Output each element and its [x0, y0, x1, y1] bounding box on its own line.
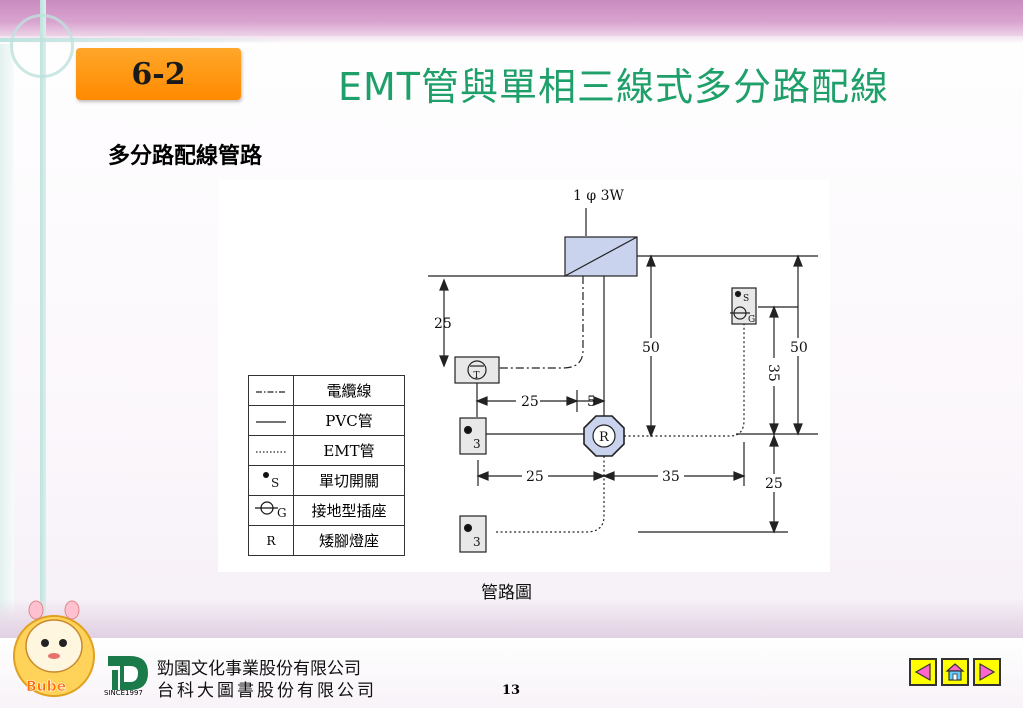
dim-arrow [646, 425, 656, 438]
dim-label-bottom-a: 25 [526, 469, 544, 485]
diagram-caption: 管路圖 [481, 583, 532, 603]
top-decor-band-fade [0, 36, 1023, 44]
dim-label-left: 25 [434, 316, 452, 332]
legend-label: 矮腳燈座 [293, 525, 405, 556]
legend-row: EMT管 [248, 435, 405, 466]
dim-label-right-outer: 50 [790, 340, 808, 356]
dim-arrow [439, 355, 449, 368]
left-decor-strip [0, 0, 14, 708]
dim-arrow [769, 423, 779, 436]
switch-s-label: S [743, 294, 749, 304]
section-number-badge: 6-2 [76, 48, 241, 100]
dim-label-center: 50 [642, 340, 660, 356]
publisher-logo-icon [108, 656, 148, 690]
legend-symbol-cable [248, 375, 294, 406]
left-decor-line [40, 0, 46, 708]
dim-arrow [475, 396, 488, 406]
dim-arrow [439, 278, 449, 291]
dim-label-right-inner: 35 [765, 364, 781, 382]
bube-mascot-icon: Bube [13, 600, 95, 697]
dim-arrow [566, 396, 579, 406]
legend-row: R 矮腳燈座 [248, 525, 405, 556]
switch-upper-label: 3 [473, 437, 481, 451]
since-text: SINCE1997 [104, 689, 143, 697]
legend-symbol-outlet: G [248, 495, 294, 526]
switch-s-dot [734, 290, 742, 298]
switch-lower-label: 3 [473, 535, 481, 549]
outlet-g-label: G [748, 315, 755, 325]
publisher-name-2: 台科大圖書股份有限公司 [157, 681, 377, 701]
cable-run-to-junction [498, 276, 584, 369]
footer-background [0, 638, 1023, 708]
lamp-r-label: R [599, 430, 610, 445]
legend-symbol-emt [248, 435, 294, 466]
emt-run-to-lower-switch [494, 456, 605, 533]
emt-run-to-outlet [624, 324, 745, 437]
dim-arrow [593, 471, 606, 481]
legend-row: 電纜線 [248, 375, 405, 406]
publisher-name-1: 勁園文化事業股份有限公司 [157, 659, 361, 679]
switch-dot [463, 523, 473, 533]
panel-diagonal [564, 236, 638, 277]
dim-arrow [769, 521, 779, 534]
svg-text:S: S [271, 476, 279, 490]
switch-3way-lower [459, 515, 487, 553]
dim-arrow [646, 254, 656, 267]
switch-3way-upper [459, 417, 487, 455]
home-button[interactable] [941, 658, 969, 686]
legend-label: 接地型插座 [293, 495, 405, 526]
legend-row: PVC管 [248, 405, 405, 436]
junction-t-label: T [474, 371, 480, 381]
dim-label-top-a: 25 [521, 394, 539, 410]
legend-label: PVC管 [293, 405, 405, 436]
prev-button[interactable] [909, 658, 937, 686]
top-decor-band [0, 0, 1023, 36]
page-title: EMT管與單相三線式多分路配線 [338, 65, 890, 109]
junction-symbol [467, 360, 487, 380]
page-number: 13 [502, 683, 521, 698]
content-subtitle: 多分路配線管路 [108, 144, 263, 169]
legend-label: 單切開關 [293, 465, 405, 496]
svg-text:G: G [277, 506, 287, 520]
legend-label: 電纜線 [293, 375, 405, 406]
legend-row: S 單切開關 [248, 465, 405, 496]
next-button[interactable] [973, 658, 1001, 686]
legend-row: G 接地型插座 [248, 495, 405, 526]
legend-symbol-switch: S [248, 465, 294, 496]
dim-label-right-lower: 25 [765, 476, 783, 492]
top-decor-line [0, 38, 300, 42]
dim-arrow [793, 423, 803, 436]
bottom-decor-band [0, 598, 1023, 638]
lamp-symbol [592, 424, 616, 448]
decor-circle [10, 14, 74, 78]
dim-arrow [602, 471, 615, 481]
legend-symbol-lamp: R [248, 525, 294, 556]
triangle-left-icon [914, 662, 931, 682]
dim-arrow [793, 254, 803, 267]
supply-label: 1 φ 3W [573, 188, 625, 204]
home-icon [945, 663, 965, 681]
legend-symbol-pvc [248, 405, 294, 436]
section-number: 6-2 [131, 56, 186, 92]
dim-arrow [769, 305, 779, 318]
triangle-right-icon [979, 662, 996, 682]
legend-table: 電纜線 PVC管 EMT管 S 單切開關 G 接地型插座 [248, 375, 405, 556]
dim-arrow [476, 471, 489, 481]
dim-arrow [769, 434, 779, 447]
svg-text:Bube: Bube [26, 679, 66, 695]
dim-label-top-b: 5 [587, 394, 596, 410]
switch-dot [463, 425, 473, 435]
legend-label: EMT管 [293, 435, 405, 466]
dim-arrow [593, 396, 606, 406]
dim-arrow [733, 471, 746, 481]
dim-label-bottom-b: 35 [662, 469, 680, 485]
wiring-diagram-svg: 1 φ 3W T 25 25 5 3 [428, 188, 818, 553]
